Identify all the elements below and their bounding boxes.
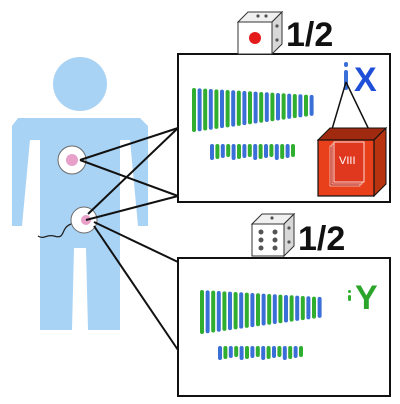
chromosome bbox=[234, 346, 239, 357]
egg-cell-icon bbox=[57, 145, 87, 175]
chromosome bbox=[239, 346, 244, 360]
chromosome bbox=[236, 90, 241, 126]
top-sex-chromosome-label: X bbox=[354, 61, 377, 99]
chromosome bbox=[242, 90, 247, 126]
chromosome bbox=[247, 144, 252, 157]
bottom-karyotype-chromosomes bbox=[200, 290, 322, 360]
chromosome bbox=[299, 346, 303, 357]
chromosome bbox=[264, 144, 268, 158]
chromosome bbox=[215, 144, 220, 159]
chromosome bbox=[298, 94, 303, 118]
chromosome bbox=[253, 91, 258, 124]
chromosome bbox=[287, 93, 292, 119]
chromosome bbox=[228, 346, 233, 358]
chromosome bbox=[285, 144, 290, 158]
chromosome bbox=[295, 295, 300, 321]
bottom-sex-chromosome-label: Y bbox=[355, 279, 378, 317]
chromosome bbox=[216, 290, 221, 332]
chromosome bbox=[293, 346, 298, 358]
chromosome bbox=[226, 144, 231, 157]
chromosome bbox=[220, 89, 224, 129]
chromosome bbox=[253, 144, 258, 160]
chromosome bbox=[233, 291, 238, 330]
chromosome bbox=[261, 346, 266, 360]
chromosome bbox=[281, 93, 286, 120]
chromosome bbox=[258, 144, 263, 159]
chromosome bbox=[282, 346, 287, 360]
chromosome bbox=[250, 292, 255, 328]
human-body-icon bbox=[12, 57, 148, 330]
chromosome bbox=[231, 90, 236, 127]
chromosome bbox=[248, 91, 252, 125]
chromosome bbox=[309, 94, 314, 116]
chromosome bbox=[284, 294, 288, 323]
chromosome bbox=[214, 89, 219, 129]
chromosome bbox=[267, 293, 272, 325]
chromosome bbox=[250, 346, 255, 358]
chromosome bbox=[231, 144, 236, 160]
chromosome bbox=[269, 144, 274, 157]
chromosome bbox=[203, 88, 208, 131]
chromosome bbox=[205, 290, 210, 334]
bottom-probability-label: 1/2 bbox=[298, 220, 346, 258]
chromosome bbox=[223, 346, 228, 359]
chromosome bbox=[272, 346, 276, 358]
chromosome bbox=[291, 144, 295, 157]
chromosome bbox=[244, 292, 249, 328]
chromosome bbox=[239, 292, 244, 329]
chromosome bbox=[266, 346, 271, 359]
chromosome bbox=[289, 295, 294, 322]
chromosome bbox=[274, 144, 279, 160]
chromosome bbox=[292, 93, 297, 119]
chromosome bbox=[192, 88, 196, 132]
dice-six-icon bbox=[250, 212, 296, 258]
chromosome bbox=[228, 291, 232, 331]
gene-box-icon bbox=[316, 81, 388, 198]
chromosome bbox=[300, 295, 305, 321]
chromosome bbox=[312, 296, 316, 319]
chromosome bbox=[317, 296, 322, 318]
chromosome bbox=[222, 291, 227, 331]
chromosome bbox=[306, 296, 311, 320]
chromosome bbox=[225, 89, 230, 128]
chromosome bbox=[304, 94, 308, 117]
chromosome bbox=[259, 91, 264, 123]
chromosome bbox=[242, 144, 247, 158]
chromosome bbox=[256, 293, 260, 327]
dice-one-icon bbox=[236, 10, 284, 56]
chromosome bbox=[280, 144, 285, 159]
chromosome bbox=[237, 144, 241, 159]
chromosome bbox=[255, 346, 260, 357]
chromosome bbox=[211, 290, 216, 333]
top-probability-label: 1/2 bbox=[286, 16, 334, 54]
chromosome bbox=[272, 294, 277, 324]
gene-box-label: VIII bbox=[339, 155, 356, 167]
top-karyotype-chromosomes bbox=[192, 88, 314, 160]
callout-lines bbox=[79, 127, 179, 351]
sperm-cell-icon bbox=[37, 206, 98, 239]
chromosome bbox=[276, 92, 280, 121]
chromosome bbox=[288, 346, 293, 359]
chromosome bbox=[261, 293, 266, 326]
chromosome bbox=[270, 92, 275, 122]
chromosome bbox=[277, 346, 282, 357]
chromosome bbox=[218, 346, 222, 360]
chromosome bbox=[208, 88, 213, 130]
chromosome bbox=[200, 290, 204, 334]
chromosome bbox=[245, 346, 249, 359]
chromosome bbox=[210, 144, 214, 160]
chromosome bbox=[220, 144, 225, 158]
chromosome bbox=[197, 88, 202, 132]
chromosome bbox=[278, 294, 283, 324]
y-chromosome-icon bbox=[348, 290, 351, 301]
chromosome bbox=[264, 92, 269, 122]
